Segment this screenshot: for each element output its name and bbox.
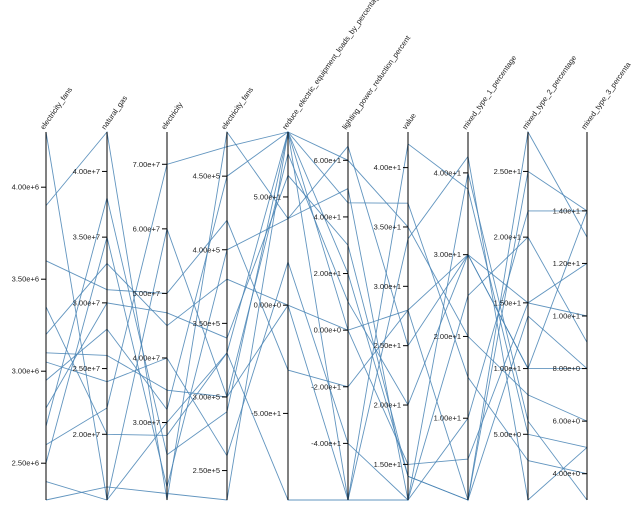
record-line-7 (45, 131, 588, 411)
tick-label: -4.00e+1 (311, 439, 341, 448)
record-line-3 (45, 131, 588, 436)
tick-label: 3.00e+1 (434, 250, 461, 259)
axis-title: mixed_type_3_percenta (579, 60, 633, 131)
tick-label: 3.50e+6 (12, 275, 39, 284)
record-line-13 (45, 131, 588, 501)
axis-1: 4.00e+6 3.50e+6 3.00e+6 2.50e+6 electricity_… (12, 85, 74, 500)
tick-label: 8.00e+0 (553, 364, 580, 373)
tick-label: 4.00e+6 (12, 183, 39, 192)
tick-label: 1.50e+1 (494, 298, 521, 307)
tick-label: 2.50e+1 (374, 341, 401, 350)
tick-label: 4.00e+1 (374, 163, 401, 172)
axis-title: lighting_power_reduction_percent (340, 33, 412, 131)
record-line-2 (45, 219, 588, 502)
tick-label: 2.50e+7 (73, 364, 100, 373)
tick-label: 1.00e+1 (494, 364, 521, 373)
axis-title: mixed_type_2_percentage (520, 54, 578, 132)
tick-label: 4.00e+7 (133, 353, 160, 362)
tick-label: 3.00e+7 (133, 418, 160, 427)
tick-label: 2.00e+1 (494, 233, 521, 242)
tick-label: 4.00e+0 (553, 469, 580, 478)
axis-10: 1.40e+1 1.20e+1 1.00e+1 8.00e+0 6.00e+0 4.00e… (553, 60, 633, 500)
tick-label: 4.00e+5 (193, 245, 220, 254)
axis-title: electricity (159, 100, 184, 131)
record-line-8 (45, 130, 588, 501)
tick-label: 0.00e+0 (254, 301, 281, 310)
tick-label: 3.00e+7 (73, 298, 100, 307)
axis-5: 5.00e+1 0.00e+0 -5.00e+1 reduce_electric_eq… (251, 0, 383, 500)
tick-label: 4.00e+1 (314, 212, 341, 221)
axis-title: mixed_type_1_percentage (460, 54, 518, 132)
tick-label: 2.00e+1 (434, 332, 461, 341)
tick-label: 3.00e+1 (374, 282, 401, 291)
tick-label: 5.00e+1 (254, 192, 281, 201)
tick-label: 2.50e+6 (12, 459, 39, 468)
tick-label: 4.00e+7 (73, 167, 100, 176)
tick-label: 4.50e+5 (193, 172, 220, 181)
tick-label: 2.00e+7 (73, 430, 100, 439)
axis-title: value (400, 111, 418, 131)
tick-label: 6.00e+7 (133, 224, 160, 233)
tick-label: 6.00e+1 (314, 156, 341, 165)
tick-label: 1.20e+1 (553, 259, 580, 268)
tick-label: 7.00e+7 (133, 160, 160, 169)
axis-title: natural_gas (99, 94, 129, 131)
tick-label: 3.50e+1 (374, 222, 401, 231)
tick-label: 0.00e+0 (314, 326, 341, 335)
tick-label: 1.40e+1 (553, 206, 580, 215)
tick-label: 1.00e+1 (434, 414, 461, 423)
tick-label: 5.00e+0 (494, 430, 521, 439)
axis-9: 2.50e+1 2.00e+1 1.50e+1 1.00e+1 5.00e+0 mixed… (494, 54, 578, 500)
tick-label: 3.00e+6 (12, 367, 39, 376)
axis-title: electricity_fans (219, 85, 255, 131)
tick-label: 1.50e+1 (374, 460, 401, 469)
tick-label: 2.00e+1 (374, 401, 401, 410)
tick-label: 1.00e+1 (553, 312, 580, 321)
record-line-12 (45, 172, 588, 501)
axes-layer: 4.00e+6 3.50e+6 3.00e+6 2.50e+6 electricity_… (12, 0, 633, 500)
tick-label: 5.00e+7 (133, 289, 160, 298)
tick-label: 3.50e+7 (73, 233, 100, 242)
tick-label: 3.00e+5 (193, 392, 220, 401)
record-line-10 (45, 131, 588, 501)
polylines-layer (45, 130, 588, 502)
tick-label: 6.00e+0 (553, 417, 580, 426)
tick-label: -5.00e+1 (251, 409, 281, 418)
record-line-9 (45, 131, 588, 475)
tick-label: 4.00e+1 (434, 168, 461, 177)
axis-title: electricity_fans (38, 85, 74, 131)
tick-label: 3.50e+5 (193, 319, 220, 328)
tick-label: 2.00e+1 (314, 269, 341, 278)
tick-label: -2.00e+1 (311, 382, 341, 391)
axis-title: reduce_electric_equipment_loads_by_perce… (280, 0, 383, 131)
tick-label: 2.50e+5 (193, 466, 220, 475)
record-line-11 (45, 145, 587, 488)
tick-label: 2.50e+1 (494, 167, 521, 176)
